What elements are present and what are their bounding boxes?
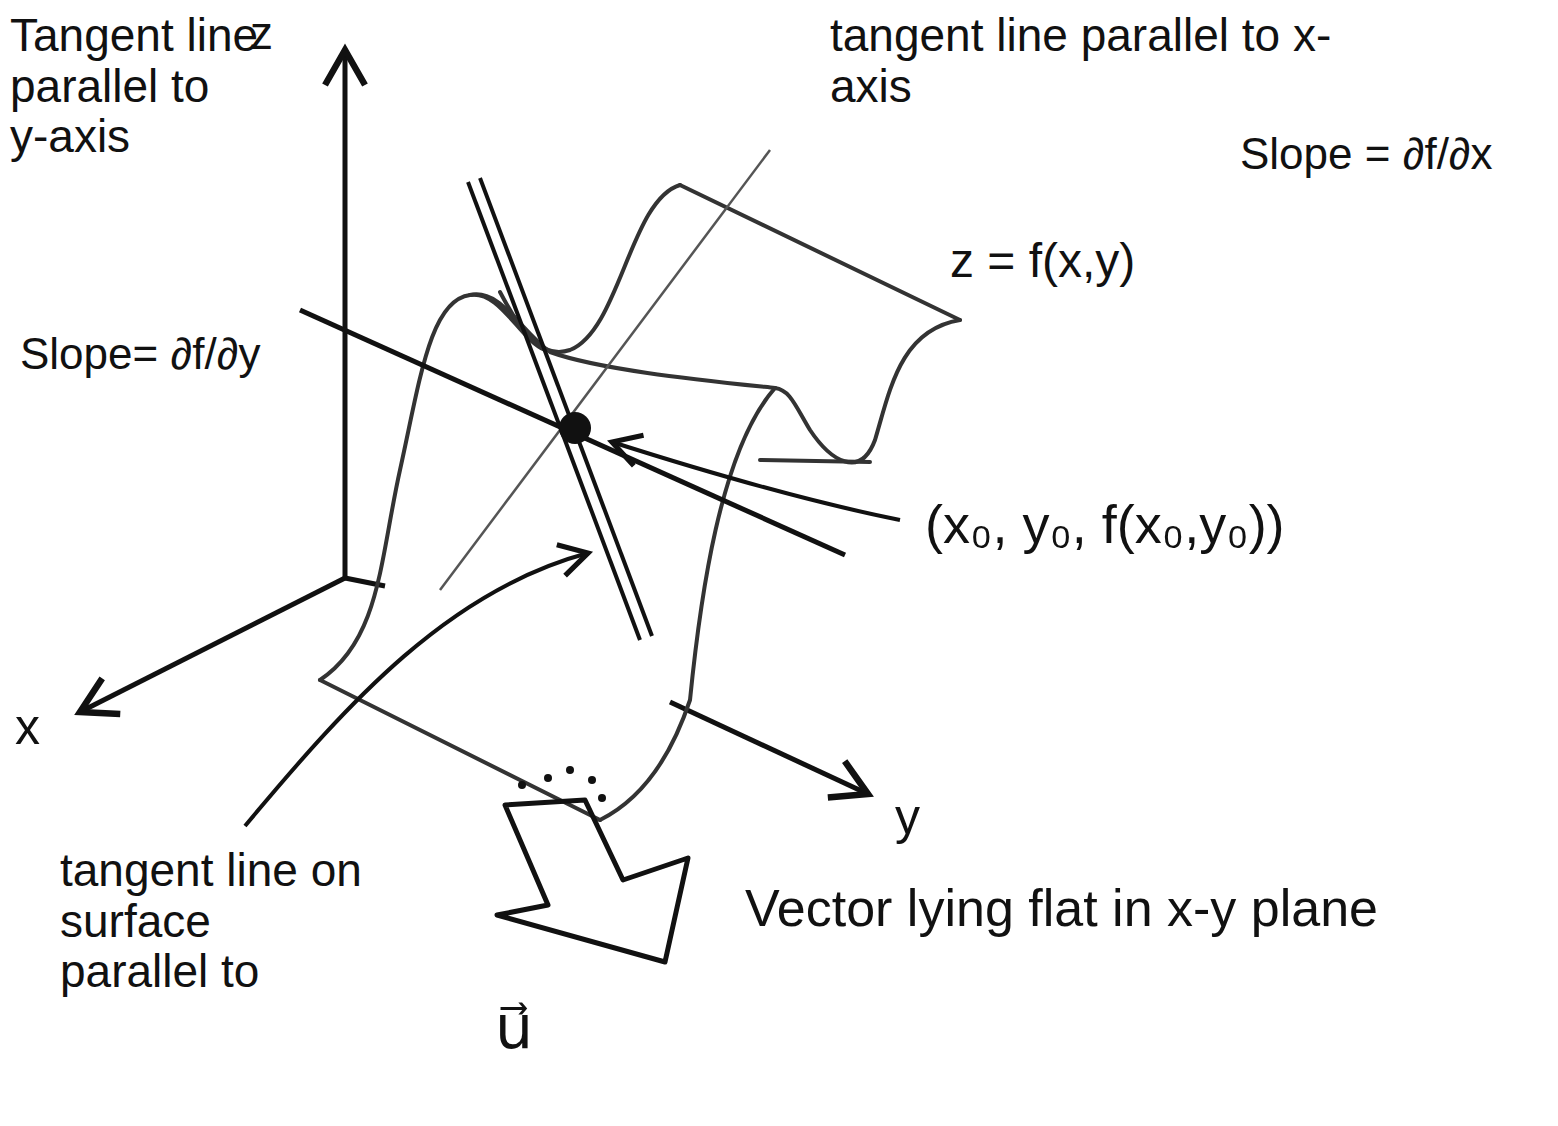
slope-label: Slope = ∂f/∂x (1240, 130, 1493, 178)
tangent-line-u (468, 182, 640, 640)
ellipsis-dots (518, 766, 606, 802)
function-label: z = f(x,y) (950, 235, 1135, 288)
annotation: tangent line parallel to x-axis (830, 10, 1410, 111)
z-axis (343, 50, 348, 578)
y-axis (670, 702, 868, 794)
tangent-line-x (440, 150, 770, 590)
annotation: Tangent line parallel to y-axis (10, 10, 260, 162)
x-axis (80, 578, 345, 712)
annotation: tangent line on surface parallel to (60, 845, 370, 997)
surface (320, 185, 960, 820)
tangent-line-u (480, 178, 652, 636)
tangent-point (559, 412, 591, 444)
leader-line (245, 553, 588, 826)
vector-label: u⃗ (495, 995, 533, 1061)
axis-label: x (15, 700, 40, 755)
point-label: (x₀, y₀, f(x₀,y₀)) (925, 495, 1285, 554)
slope-label: Slope= ∂f/∂y (20, 330, 260, 378)
vector-arrow (497, 800, 688, 962)
leader-line (612, 442, 900, 520)
annotation: Vector lying flat in x-y plane (745, 880, 1385, 937)
axis-label: y (895, 790, 920, 845)
tangent-line-y (300, 310, 845, 555)
